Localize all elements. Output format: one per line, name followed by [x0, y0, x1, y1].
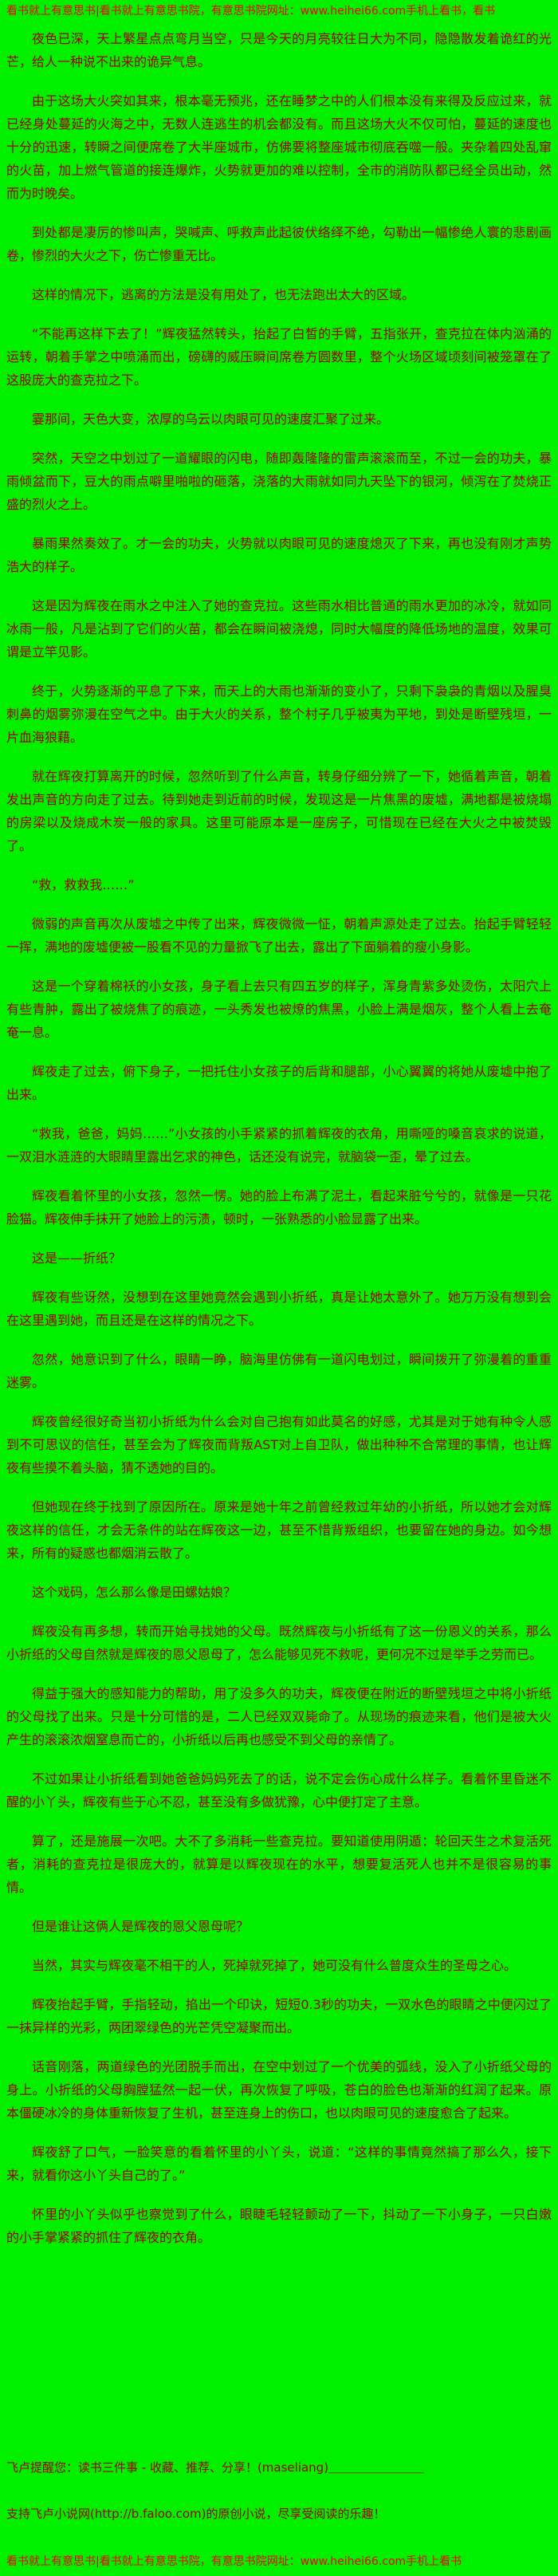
- novel-content: 夜色已深，天上繁星点点弯月当空，只是今天的月亮较往日大为不同，隐隐散发着诡红的光…: [6, 27, 552, 2265]
- paragraph-3: 到处都是凄厉的惨叫声，哭喊声、呼救声此起彼伏络绎不绝，勾勒出一幅惨绝人寰的悲剧画…: [6, 225, 552, 263]
- paragraph-7: 突然，天空之中划过了一道耀眼的闪电，随即轰隆隆的雷声滚滚而至，不过一会的功夫，暴…: [6, 451, 552, 512]
- footer: 飞卢提醒您：读书三件事 - 收藏、推荐、分享！(maseliang)＿＿＿＿＿＿…: [6, 2460, 552, 2570]
- paragraph-20: 忽然，她意识到了什么，眼睛一睁，脑海里仿佛有一道闪电划过，瞬间拨开了弥漫着的重重…: [6, 1352, 552, 1390]
- paragraph-24: 辉夜没有再多想，转而开始寻找她的父母。既然辉夜与小折纸有了这一份恩义的关系，那么…: [6, 1624, 552, 1662]
- paragraph-30: 辉夜抬起手臂，手指轻动，掐出一个印诀，短短0.3秒的功夫，一双水色的眼睛之中便闪…: [6, 1997, 552, 2035]
- faloo-reminder-line: 飞卢提醒您：读书三件事 - 收藏、推荐、分享！(maseliang)＿＿＿＿＿＿…: [6, 2460, 425, 2475]
- paragraph-4: 这样的情况下，逃离的方法是没有用处了，也无法跑出太大的区域。: [32, 287, 415, 302]
- paragraph-19: 辉夜有些讶然，没想到在这里她竟然会遇到小折纸，真是让她太意外了。她万万没有想到会…: [6, 1290, 552, 1328]
- paragraph-5: “不能再这样下去了！”辉夜猛然转头，抬起了白皙的手臂，五指张开，查克拉在体内汹涌…: [6, 326, 552, 388]
- paragraph-18: 这是——折纸？: [32, 1251, 122, 1266]
- paragraph-14: 这是一个穿着棉袄的小女孩，身子看上去只有四五岁的样子，浑身青紫多处烫伤，太阳穴上…: [6, 979, 552, 1040]
- site-banner-bottom: 看书就上有意思书|看书就上有意思书院，有意思书院网址：www.heihei66.…: [6, 2555, 462, 2568]
- paragraph-15: 辉夜走了过去，俯下身子，一把托住小女孩子的后背和腿部，小心翼翼的将她从废墟中抱了…: [6, 1064, 552, 1102]
- paragraph-2: 由于这场大火突如其来，根本毫无预兆，还在睡梦之中的人们根本没有来得及反应过来，就…: [6, 93, 552, 201]
- paragraph-26: 不过如果让小折纸看到她爸爸妈妈死去了的话，说不定会伤心成什么样子。看着怀里昏迷不…: [6, 1771, 552, 1810]
- paragraph-33: 怀里的小丫头似乎也察觉到了什么，眼睫毛轻轻颤动了一下，抖动了一下小身子，一只白嫩…: [6, 2207, 552, 2245]
- paragraph-23: 这个戏码，怎么那么像是田螺姑娘？: [32, 1585, 237, 1600]
- paragraph-21: 辉夜曾经很好奇当初小折纸为什么会对自己抱有如此莫名的好感，尤其是对于她有种令人感…: [6, 1414, 552, 1475]
- paragraph-12: “救，救救我……”: [32, 877, 135, 892]
- paragraph-16: “救我，爸爸，妈妈……”小女孩的小手紧紧的抓着辉夜的衣角，用嘶哑的嗓音哀求的说道…: [6, 1126, 552, 1164]
- paragraph-27: 算了，还是施展一次吧。大不了多消耗一些查克拉。要知道使用阴遁：轮回天生之术复活死…: [6, 1834, 552, 1895]
- paragraph-11: 就在辉夜打算离开的时候，忽然听到了什么声音，转身仔细分辨了一下，她循着声音，朝着…: [6, 769, 552, 853]
- paragraph-32: 辉夜舒了口气，一脸笑意的看着怀里的小丫头，说道：“这样的事情竟然搞了那么久，接下…: [6, 2145, 552, 2183]
- paragraph-6: 霎那间，天色大变，浓厚的乌云以肉眼可见的速度汇聚了过来。: [32, 412, 390, 427]
- paragraph-31: 话音刚落，两道绿色的光团脱手而出，在空中划过了一个优美的弧线，没入了小折纸父母的…: [6, 2059, 552, 2121]
- paragraph-22: 但她现在终于找到了原因所在。原来是她十年之前曾经救过年幼的小折纸，所以她才会对辉…: [6, 1499, 552, 1561]
- site-banner-top: 看书就上有意思书|看书就上有意思书院，有意思书院网址：www.heihei66.…: [6, 5, 496, 18]
- paragraph-17: 辉夜看着怀里的小女孩，忽然一愣。她的脸上布满了泥土，看起来脏兮兮的，就像是一只花…: [6, 1188, 552, 1227]
- paragraph-1: 夜色已深，天上繁星点点弯月当空，只是今天的月亮较往日大为不同，隐隐散发着诡红的光…: [6, 31, 552, 69]
- paragraph-13: 微弱的声音再次从废墟之中传了出来，辉夜微微一怔，朝着声源处走了过去。抬起手臂轻轻…: [6, 916, 552, 955]
- paragraph-28: 但是谁让这俩人是辉夜的恩父恩母呢？: [32, 1919, 250, 1934]
- paragraph-29: 当然，其实与辉夜毫不相干的人，死掉就死掉了，她可没有什么普度众生的圣母之心。: [32, 1958, 517, 1973]
- paragraph-8: 暴雨果然奏效了。才一会的功夫，火势就以肉眼可见的速度熄灭了下来，再也没有刚才声势…: [6, 536, 552, 574]
- paragraph-10: 终于，火势逐渐的平息了下来，而天上的大雨也渐渐的变小了，只剩下袅袅的青烟以及腥臭…: [6, 683, 552, 745]
- paragraph-25: 得益于强大的感知能力的帮助，用了没多久的功夫，辉夜便在附近的断壁残垣之中将小折纸…: [6, 1686, 552, 1747]
- faloo-support-line: 支持飞卢小说网(http://b.faloo.com)的原创小说，尽享受阅读的乐…: [6, 2507, 386, 2521]
- paragraph-9: 这是因为辉夜在雨水之中注入了她的查克拉。这些雨水相比普通的雨水更加的冰冷，就如同…: [6, 598, 552, 660]
